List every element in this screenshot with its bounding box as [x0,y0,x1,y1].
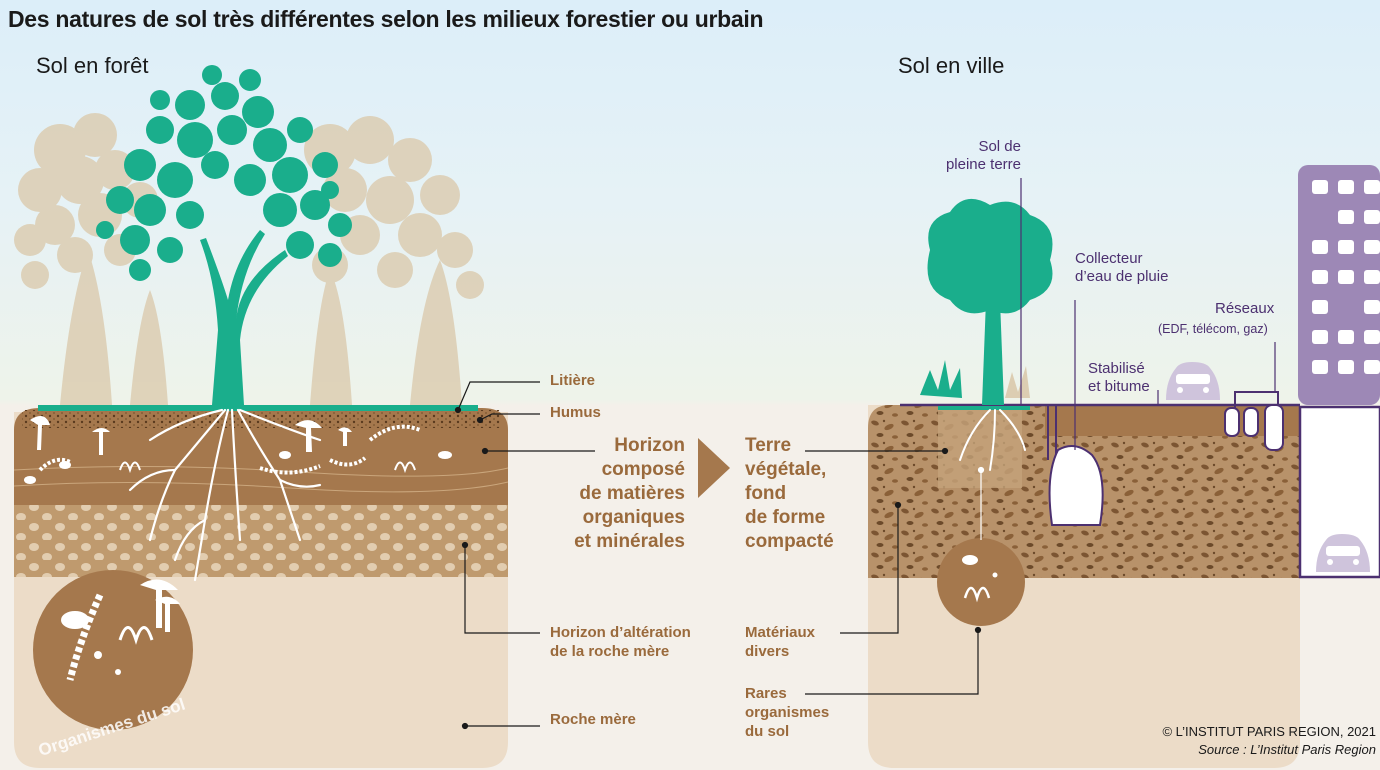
car-parking [1316,534,1370,572]
label-materiaux-divers: Matériaux divers [745,624,816,660]
rainwater-collector [1047,406,1104,526]
label-stabilise: Stabilisé et bitume [1088,360,1150,395]
forest-tree [96,65,352,405]
rare-organisms-badge [937,538,1025,626]
soil-organisms-badge [33,570,193,730]
label-roche-mere: Roche mère [550,711,636,728]
city-roots [959,409,1026,471]
city-label-lines [1020,178,1276,450]
label-litiere: Litière [550,372,596,389]
copyright: © L’INSTITUT PARIS REGION, 2021 [1162,724,1376,739]
label-reseaux-detail: (EDF, télécom, gaz) [1158,322,1268,336]
forest-heading: Sol en forêt [36,53,149,78]
soil-fauna [24,416,452,484]
car-street [1166,362,1220,400]
forest-leader-lines [454,381,595,730]
tree-roots [128,408,322,582]
label-sol-pleine-terre: Sol de pleine terre [945,138,1021,173]
label-rares-organismes: Rares organismes du sol [745,685,830,740]
litter-layer [38,405,478,411]
city-leader-lines [805,447,985,695]
network-pipes [1224,391,1284,451]
source: Source : L’Institut Paris Region [1198,742,1376,757]
city-heading: Sol en ville [898,53,1005,78]
label-humus: Humus [550,404,601,421]
city-tree [920,198,1053,405]
page-title: Des natures de sol très différentes selo… [8,6,764,32]
label-terre-vegetale: Terre végétale, fond de forme compacté [745,435,834,552]
label-reseaux: Réseaux [1215,300,1275,317]
label-collecteur: Collecteur d’eau de pluie [1075,250,1169,285]
label-horizon-alteration: Horizon d’altération de la roche mère [550,624,691,660]
building [1298,165,1380,579]
label-horizon-organique: Horizon composé de matières organiques e… [574,435,685,552]
comparison-arrow [698,438,730,498]
